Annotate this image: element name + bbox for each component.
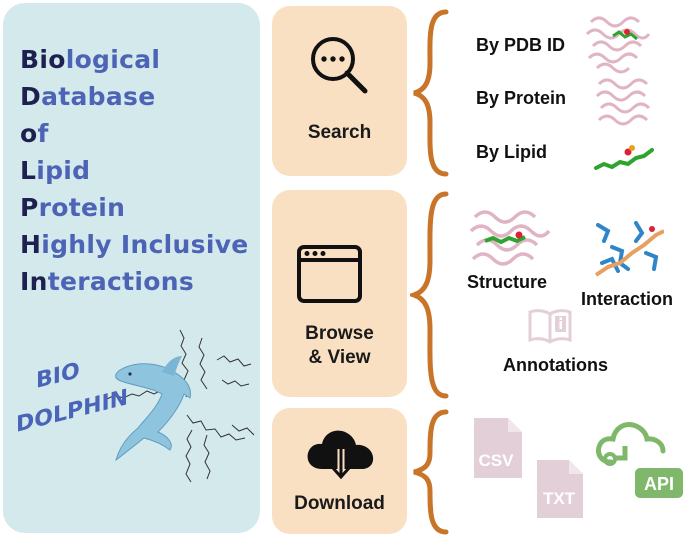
txt-file-icon[interactable]: TXT (535, 458, 585, 520)
cloud-download-icon (307, 430, 374, 480)
browse-interaction[interactable]: Interaction (581, 289, 674, 309)
browse-brace (410, 191, 449, 399)
logo-line2: DOLPHIN (16, 384, 128, 438)
download-label: Download (294, 493, 385, 514)
structure-thumbnail-icon (469, 210, 551, 266)
dolphin-icon (115, 356, 191, 462)
magnifier-icon (311, 37, 368, 94)
txt-label: TXT (543, 489, 576, 508)
acronym-line: of (20, 119, 49, 148)
browse-card[interactable]: Browse & View (272, 190, 407, 397)
biodolphin-logo: BIO DOLPHIN (12, 320, 260, 510)
search-label: Search (307, 122, 372, 143)
lipid-molecule-icon (106, 329, 255, 483)
search-by-pdb-id[interactable]: By PDB ID (476, 35, 566, 55)
interaction-thumbnail-icon (594, 221, 664, 277)
csv-label: CSV (479, 451, 515, 470)
book-info-icon (528, 309, 572, 344)
acronym-line: Database (20, 82, 156, 111)
browse-label-line2: & View (308, 347, 371, 368)
protein-structure-icon (595, 78, 651, 126)
search-by-protein[interactable]: By Protein (476, 88, 567, 108)
acronym-line: Interactions (20, 267, 195, 296)
search-card[interactable]: Search (272, 6, 407, 176)
search-by-lipid[interactable]: By Lipid (476, 142, 547, 162)
browse-label-line1: Browse (305, 323, 374, 344)
acronym-line: Protein (20, 193, 126, 222)
browse-structure[interactable]: Structure (467, 272, 548, 292)
download-card[interactable]: Download (272, 408, 407, 534)
cloud-api-icon[interactable]: API (595, 418, 685, 502)
search-brace (413, 9, 449, 177)
csv-file-icon[interactable]: CSV (472, 416, 524, 480)
acronym-line: Biological (20, 45, 161, 74)
browser-window-icon (297, 245, 362, 303)
browse-annotations[interactable]: Annotations (503, 355, 608, 375)
protein-structure-icon (585, 16, 651, 74)
logo-line1: BIO (36, 357, 80, 393)
acronym-line: Highly Inclusive (20, 230, 249, 259)
acronym-line: Lipid (20, 156, 91, 185)
download-brace (413, 409, 449, 535)
lipid-molecule-icon (594, 145, 654, 170)
api-label: API (644, 474, 674, 494)
